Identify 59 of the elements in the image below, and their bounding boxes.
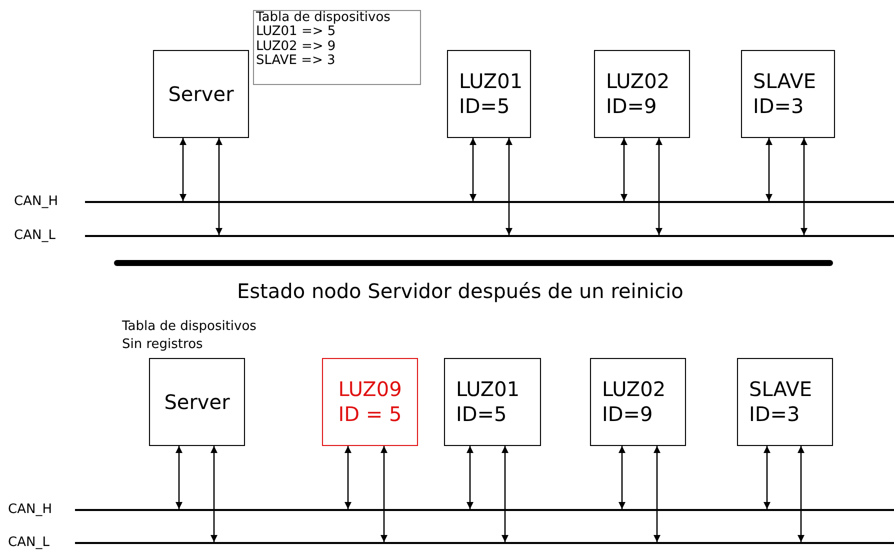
double-arrow bbox=[620, 138, 628, 201]
bus-line bbox=[85, 235, 894, 237]
node-text: ID=5 bbox=[456, 402, 507, 427]
double-arrow bbox=[502, 446, 508, 542]
node-text: LUZ01 bbox=[459, 69, 523, 94]
bus-label: CAN_H bbox=[14, 194, 58, 209]
note-box bbox=[253, 10, 421, 85]
bus-line bbox=[85, 201, 894, 203]
double-arrow bbox=[800, 138, 808, 235]
node-text: LUZ09 bbox=[338, 377, 402, 402]
node-text: ID=5 bbox=[459, 94, 510, 119]
node-text: Tabla de dispositivos bbox=[256, 11, 392, 25]
node-box bbox=[594, 50, 690, 138]
double-arrow bbox=[176, 446, 182, 509]
double-arrow bbox=[618, 446, 626, 509]
node-text: SLAVE => 3 bbox=[256, 54, 336, 68]
double-arrow bbox=[216, 138, 222, 235]
double-arrow bbox=[466, 446, 474, 509]
node-box bbox=[590, 358, 686, 446]
node-text: ID=3 bbox=[749, 402, 800, 427]
note-text: Tabla de dispositivos bbox=[122, 319, 256, 334]
node-text: ID=9 bbox=[606, 94, 657, 119]
section-title: Estado nodo Servidor después de un reinicio bbox=[237, 279, 684, 303]
double-arrow bbox=[210, 446, 218, 542]
double-arrow bbox=[470, 138, 476, 201]
node-text: ID=9 bbox=[602, 402, 653, 427]
node-text: LUZ01 bbox=[456, 377, 520, 402]
note-text: Sin registros bbox=[122, 337, 203, 352]
bus-label: CAN_H bbox=[8, 502, 52, 517]
bus-line bbox=[75, 542, 894, 544]
bus-line bbox=[75, 509, 894, 511]
double-arrow bbox=[380, 446, 388, 542]
double-arrow bbox=[766, 138, 772, 201]
node-box bbox=[153, 50, 249, 138]
node-text: LUZ02 bbox=[606, 69, 670, 94]
node-text: Server bbox=[168, 82, 234, 106]
double-arrow bbox=[798, 446, 804, 542]
double-arrow bbox=[764, 446, 770, 509]
node-text: ID = 5 bbox=[338, 402, 402, 427]
double-arrow bbox=[180, 138, 186, 201]
double-arrow bbox=[656, 138, 662, 235]
double-arrow bbox=[344, 446, 352, 509]
bus-label: CAN_L bbox=[8, 535, 50, 550]
node-box bbox=[741, 50, 835, 138]
node-text: ID=3 bbox=[753, 94, 804, 119]
node-text: Server bbox=[164, 390, 230, 414]
node-text: LUZ02 => 9 bbox=[256, 40, 337, 54]
node-text: LUZ02 bbox=[602, 377, 666, 402]
node-box bbox=[737, 358, 833, 446]
node-box bbox=[444, 358, 541, 446]
node-box bbox=[149, 358, 245, 446]
bus-label: CAN_L bbox=[14, 228, 56, 243]
double-arrow bbox=[506, 138, 512, 235]
node-box bbox=[447, 50, 531, 138]
node-text: LUZ01 => 5 bbox=[256, 25, 337, 40]
node-text: SLAVE bbox=[753, 69, 816, 94]
double-arrow bbox=[654, 446, 660, 542]
node-text: SLAVE bbox=[749, 377, 812, 402]
node-box bbox=[322, 358, 418, 446]
